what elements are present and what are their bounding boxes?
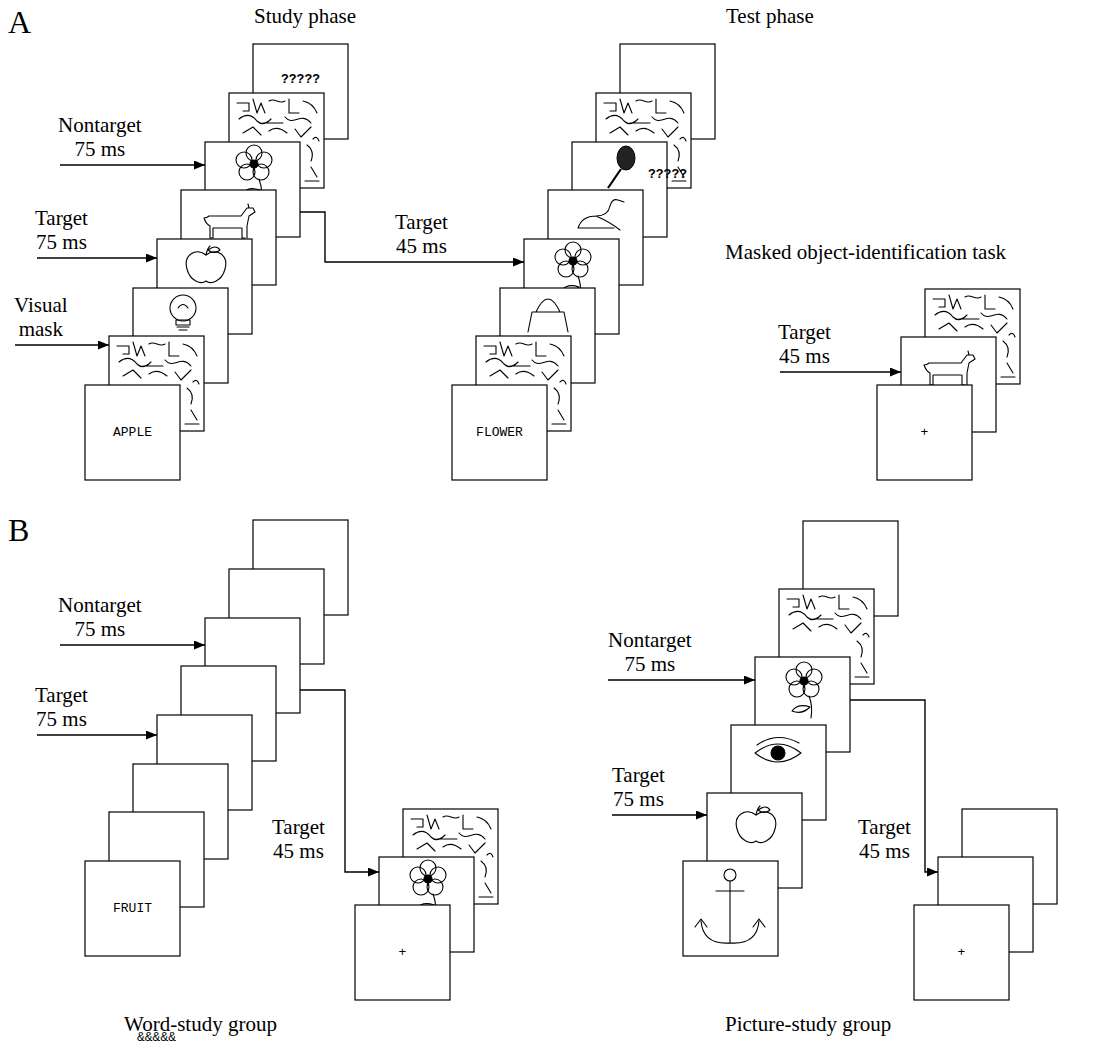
label-slot: Word-study group	[124, 1012, 277, 1036]
group-caption: Word-study group	[124, 1012, 277, 1036]
frame-text: +	[399, 945, 407, 961]
frame-text: +	[921, 425, 929, 441]
label-slot: Target 45 ms	[395, 210, 448, 258]
phase-title: Study phase	[254, 4, 356, 28]
timing-label: Nontarget 75 ms	[58, 113, 142, 161]
panel-letter: B	[8, 512, 29, 548]
label-slot: Nontarget 75 ms	[608, 628, 692, 676]
stimulus-frame: +	[914, 905, 1009, 1000]
label-slot: Nontarget 75 ms	[58, 113, 142, 161]
label-slot: B	[8, 512, 29, 548]
label-slot: Target 75 ms	[612, 763, 665, 811]
frame-text: APPLE	[113, 425, 152, 441]
label-slot: Nontarget 75 ms	[58, 593, 142, 641]
timing-label: Target 45 ms	[858, 815, 911, 863]
frame-text: FLOWER	[476, 425, 523, 441]
label-slot: Picture-study group	[725, 1012, 891, 1036]
label-slot: Target 45 ms	[858, 815, 911, 863]
frame-text: FRUIT	[113, 901, 152, 917]
frame-text: +	[958, 945, 966, 961]
label-slot: Target 75 ms	[35, 206, 88, 254]
timing-label: Target 75 ms	[35, 206, 88, 254]
stimulus-frame: +	[877, 385, 972, 480]
stimulus-frame: ?????	[620, 139, 715, 234]
label-slot: Target 75 ms	[35, 683, 88, 731]
task-title: Masked object-identification task	[725, 240, 1006, 264]
group-caption: Picture-study group	[725, 1012, 891, 1036]
timing-label: Target 45 ms	[395, 210, 448, 258]
timing-label: Visual mask	[14, 293, 68, 341]
stimulus-frame: FRUIT	[85, 861, 180, 956]
label-slot: Study phase	[254, 4, 356, 28]
phase-title: Test phase	[726, 4, 814, 28]
frame-text: ?????	[281, 72, 320, 88]
timing-label: Nontarget 75 ms	[608, 628, 692, 676]
label-slot: Test phase	[726, 4, 814, 28]
label-slot: Visual mask	[14, 293, 68, 341]
stimulus-frame: +	[355, 905, 450, 1000]
label-slot: A	[8, 4, 31, 40]
stimulus-frame: ?????	[253, 44, 348, 139]
label-slot: Target 45 ms	[272, 815, 325, 863]
stimulus-frame: FLOWER	[452, 385, 547, 480]
timing-label: Target 45 ms	[272, 815, 325, 863]
panel-letter: A	[8, 4, 31, 40]
frame-text: ?????	[648, 167, 687, 183]
timing-label: Target 75 ms	[612, 763, 665, 811]
label-slot: Masked object-identification task	[725, 240, 1006, 264]
stimulus-frame: APPLE	[85, 385, 180, 480]
timing-label: Target 75 ms	[35, 683, 88, 731]
label-slot: Target 45 ms	[778, 320, 831, 368]
timing-label: Target 45 ms	[778, 320, 831, 368]
timing-label: Nontarget 75 ms	[58, 593, 142, 641]
